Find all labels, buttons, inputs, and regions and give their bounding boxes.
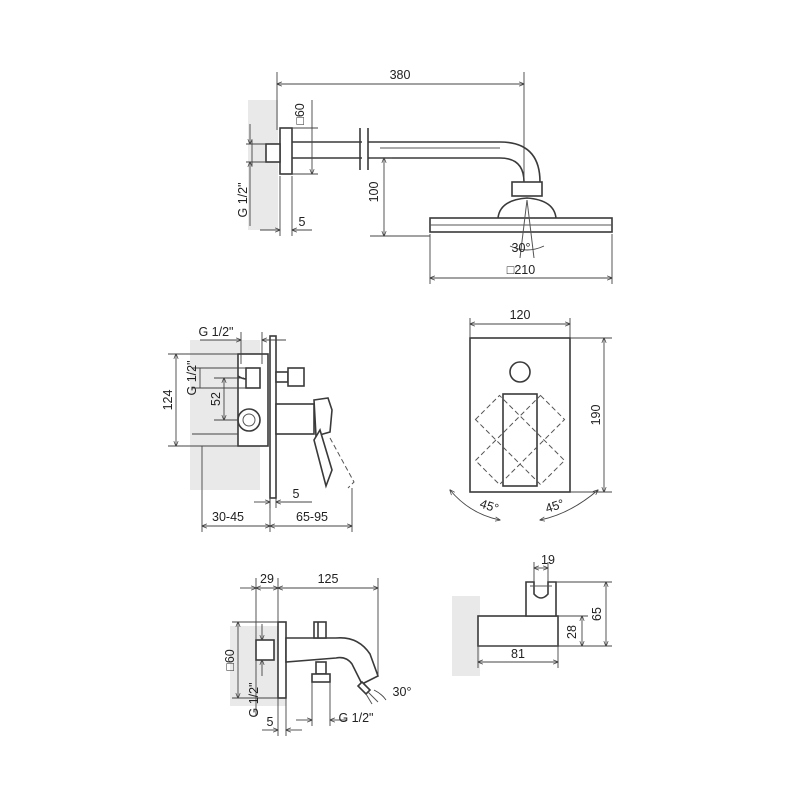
arm-thread-label: G 1/2" (236, 182, 250, 217)
mixer-lever (313, 428, 333, 489)
spout-flange (277, 621, 287, 699)
mixer-front-outlet (509, 361, 531, 383)
arm-inlet (265, 143, 281, 163)
mixer-front-height-label: 190 (589, 405, 603, 426)
mixer-angle-right-label: 45° (544, 497, 566, 516)
head-size-label: □210 (507, 263, 535, 277)
mixer-thread-top-label: G 1/2" (198, 325, 233, 339)
mixer-handle-base (275, 403, 315, 435)
spout-inlet (255, 639, 275, 661)
head-spray-angle-label: 30° (512, 241, 531, 255)
spout-thread-bottom-label: G 1/2" (338, 711, 373, 725)
mixer-plate (269, 335, 277, 499)
mixer-front-lever (502, 393, 538, 487)
arm-connector (511, 181, 543, 197)
spout-body (285, 637, 379, 686)
holder-cradle (525, 581, 557, 617)
holder-height-label: 65 (590, 607, 604, 621)
mixer-side-view: G 1/2" 124 G 1/2" 52 5 30-45 65-95 (161, 325, 355, 532)
holder-wall-shade (452, 596, 480, 676)
arm-flange (279, 127, 293, 175)
arm-drop-label: 100 (367, 182, 381, 203)
mixer-body-depth-label: 30-45 (212, 510, 244, 524)
spout-flange-depth-top-label: 29 (260, 572, 274, 586)
mixer-stub (287, 367, 305, 387)
spout-length-label: 125 (318, 572, 339, 586)
arm-length-label: 380 (390, 68, 411, 82)
holder-cradle-width-label: 19 (541, 553, 555, 567)
shower-arm-view: 380 □60 100 G 1/2" 5 30° □210 (236, 68, 613, 284)
mixer-front-width-label: 120 (510, 308, 531, 322)
mixer-handle-depth-label: 65-95 (296, 510, 328, 524)
mixer-spacing-label: 52 (209, 392, 223, 406)
mixer-plate-depth-label: 5 (293, 487, 300, 501)
mixer-height-label: 124 (161, 390, 175, 411)
mixer-inlet (245, 367, 261, 389)
holder-arm (477, 615, 559, 647)
spout-flange-depth-label: 5 (267, 715, 274, 729)
spout-thread-left-label: G 1/2" (247, 682, 261, 717)
holder-view: 19 65 28 81 (452, 553, 612, 676)
holder-arm-height-label: 28 (565, 625, 579, 639)
wall-shade (248, 100, 278, 230)
arm-flange-size-label: □60 (293, 103, 307, 125)
spout-angle-label: 30° (393, 685, 412, 699)
holder-depth-label: 81 (511, 647, 525, 661)
mixer-front-view: 45° 45° 120 190 (450, 308, 612, 520)
spout-view: 30° 29 125 □60 G 1/2" 5 G 1/2" (223, 572, 411, 736)
mixer-thread-side-label: G 1/2" (185, 360, 199, 395)
mixer-angle-left-label: 45° (478, 497, 500, 516)
arm-flange-depth-label: 5 (299, 215, 306, 229)
spout-diverter (313, 621, 327, 639)
spout-flange-size-label: □60 (223, 649, 237, 671)
